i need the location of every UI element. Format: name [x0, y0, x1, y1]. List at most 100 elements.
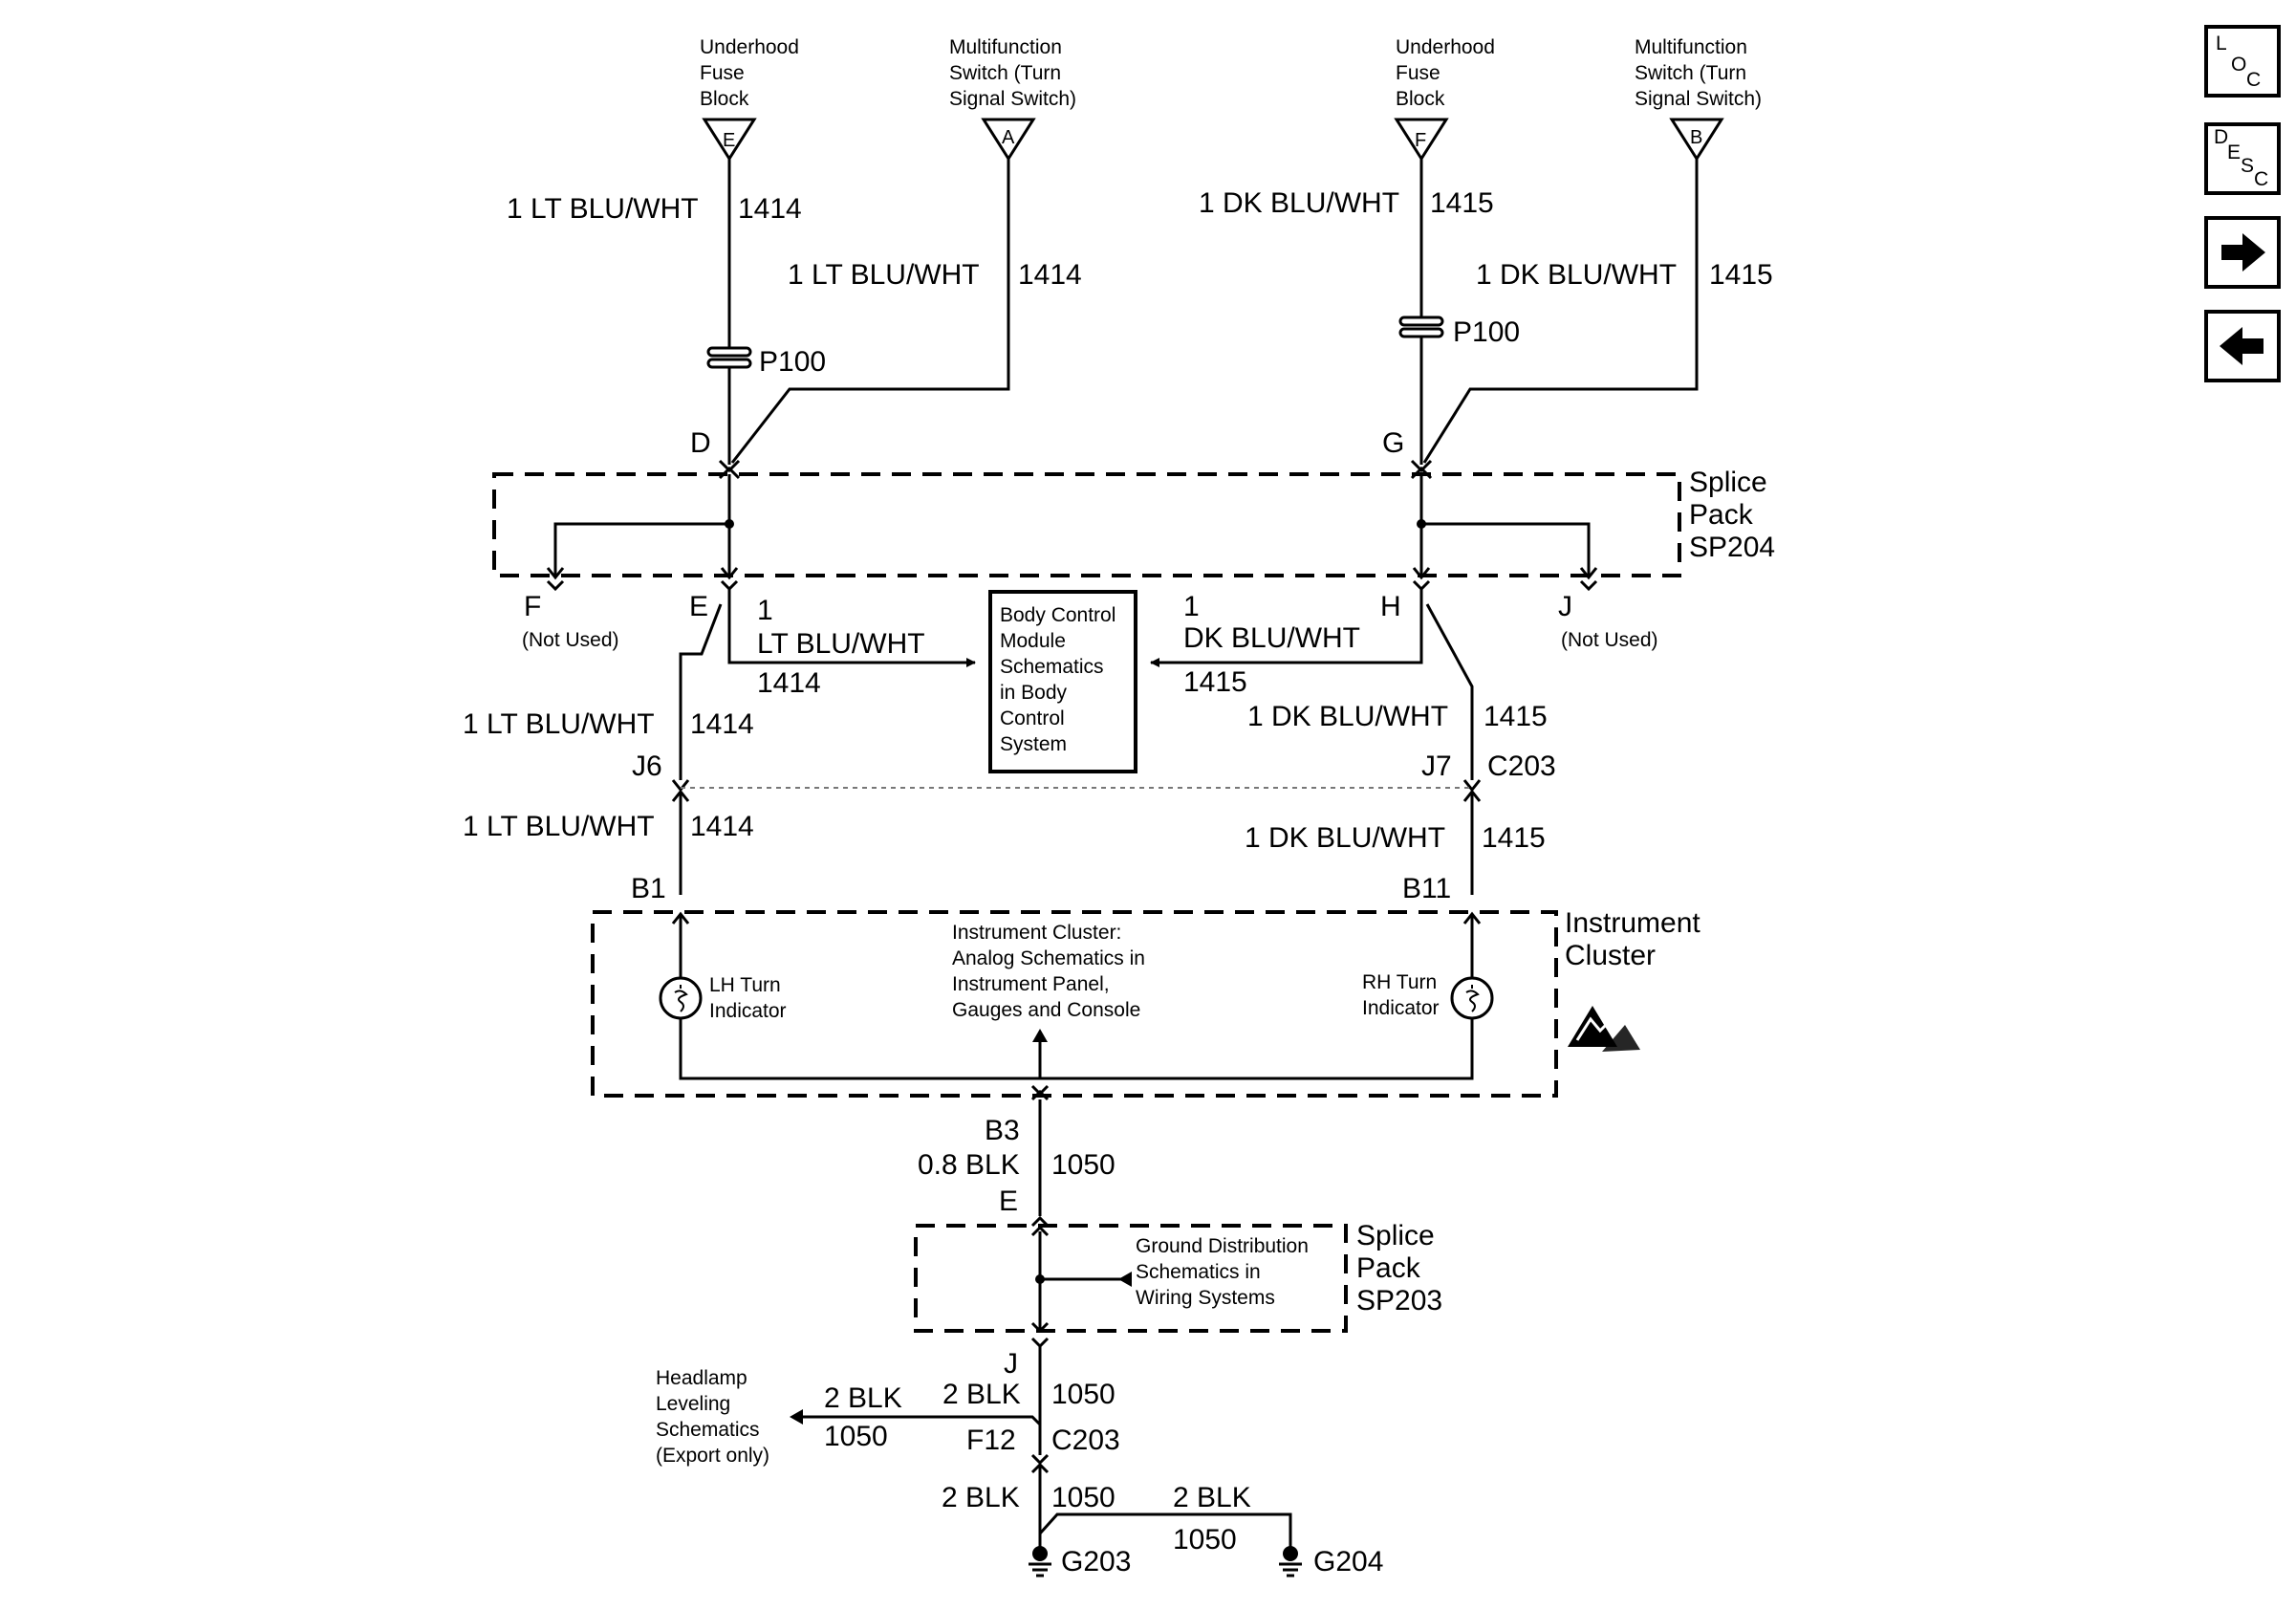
- svg-text:(Export only): (Export only): [656, 1445, 769, 1467]
- svg-text:SP204: SP204: [1689, 532, 1775, 563]
- wire-label-left-1: 1 LT BLU/WHT: [507, 193, 699, 225]
- bcm-right-gauge: 1: [1183, 591, 1200, 622]
- ground-distribution-arrow: [1118, 1272, 1132, 1287]
- rh-turn-indicator-label: RH Turn Indicator: [1362, 971, 1440, 1019]
- wire-1050-to-g204: [1038, 1512, 1292, 1549]
- bcm-right-color: DK BLU/WHT: [1183, 622, 1360, 654]
- svg-text:Multifunction: Multifunction: [949, 36, 1062, 58]
- svg-text:Analog Schematics in: Analog Schematics in: [952, 947, 1145, 969]
- circuit-label-1050-headlamp: 1050: [824, 1421, 888, 1452]
- wire-label-2blk-main: 2 BLK: [942, 1379, 1021, 1410]
- bcm-right-circuit: 1415: [1183, 666, 1247, 698]
- wire-label-mid-left: 1 LT BLU/WHT: [463, 708, 655, 740]
- ground-g203-icon: [1029, 1546, 1051, 1577]
- sp203-internal: [1038, 1231, 1126, 1331]
- connector-g: G: [1382, 427, 1404, 459]
- sp204-left-f-arrow: [546, 567, 565, 580]
- svg-text:Multifunction: Multifunction: [1635, 36, 1747, 58]
- sp204-left-internal: [553, 474, 731, 576]
- svg-text:Indicator: Indicator: [709, 1000, 787, 1022]
- wire-label-right-2: 1 DK BLU/WHT: [1476, 259, 1677, 291]
- desc-button[interactable]: D E S C: [2204, 122, 2281, 195]
- svg-text:Indicator: Indicator: [1362, 997, 1440, 1019]
- wire-label-mid-right: 1 DK BLU/WHT: [1247, 701, 1448, 732]
- loc-button[interactable]: L O C: [2204, 25, 2281, 98]
- sp204-right-j-arrow: [1579, 567, 1598, 580]
- svg-text:E: E: [723, 130, 735, 151]
- bcm-left-color: LT BLU/WHT: [757, 628, 925, 660]
- sp204-f-chevron: [546, 579, 565, 592]
- circuit-label-low-right: 1415: [1482, 822, 1546, 854]
- circuit-label-left-1: 1414: [738, 193, 802, 225]
- sp204-right-h-arrow: [1412, 567, 1431, 580]
- svg-text:Headlamp: Headlamp: [656, 1367, 747, 1389]
- circuit-label-low-left: 1414: [690, 811, 754, 842]
- svg-text:in Body: in Body: [1000, 682, 1068, 704]
- previous-button[interactable]: [2204, 310, 2281, 382]
- sp204-j-chevron: [1579, 579, 1598, 592]
- left-p100-inline-connector: [706, 346, 752, 369]
- svg-text:Pack: Pack: [1689, 499, 1754, 531]
- svg-text:Schematics in: Schematics in: [1136, 1261, 1261, 1283]
- ground-g204-icon: [1279, 1546, 1302, 1577]
- svg-text:Splice: Splice: [1356, 1220, 1435, 1251]
- svg-text:B: B: [1690, 127, 1702, 148]
- bcm-left-circuit: 1414: [757, 667, 821, 699]
- headlamp-leveling-label: Headlamp Leveling Schematics (Export onl…: [656, 1367, 769, 1467]
- bcm-reference-box: [988, 590, 1137, 773]
- svg-text:Body Control: Body Control: [1000, 604, 1116, 626]
- circuit-label-mid-right: 1415: [1484, 701, 1548, 732]
- rh-turn-indicator-icon: [1450, 976, 1494, 1020]
- circuit-label-right-2: 1415: [1709, 259, 1773, 291]
- circuit-label-1050-ground: 1050: [1051, 1482, 1116, 1513]
- ground-g204-label: G204: [1313, 1546, 1383, 1577]
- svg-text:SP203: SP203: [1356, 1285, 1442, 1316]
- svg-text:A: A: [1002, 127, 1015, 148]
- svg-text:Underhood: Underhood: [700, 36, 799, 58]
- wire-1414-to-c203: [679, 603, 723, 780]
- connector-j: J: [1558, 591, 1572, 622]
- wire-label-low-left: 1 LT BLU/WHT: [463, 811, 655, 842]
- cluster-reference-label: Instrument Cluster: Analog Schematics in…: [952, 922, 1145, 1021]
- sp204-right-internal: [1419, 474, 1591, 576]
- svg-text:Fuse: Fuse: [700, 62, 745, 84]
- splice-pack-sp204-label: Splice Pack SP204: [1689, 467, 1775, 563]
- svg-text:D: D: [2214, 126, 2228, 148]
- connector-j6-chevron-lower: [671, 789, 690, 802]
- svg-text:S: S: [2241, 155, 2254, 177]
- sp203-internal-arrow: [1030, 1225, 1050, 1334]
- svg-text:Module: Module: [1000, 630, 1066, 652]
- cluster-b11-arrow: [1462, 911, 1482, 925]
- svg-text:Fuse: Fuse: [1396, 62, 1440, 84]
- ground-g203-label: G203: [1061, 1546, 1131, 1577]
- circuit-label-1050-g204: 1050: [1173, 1524, 1237, 1556]
- wire-1414-to-bcm: [727, 589, 976, 667]
- svg-text:Instrument Cluster:: Instrument Cluster:: [952, 922, 1121, 944]
- right-switch-label: Multifunction Switch (Turn Signal Switch…: [1635, 36, 1762, 110]
- wire-label-left-2: 1 LT BLU/WHT: [788, 259, 980, 291]
- svg-text:Control: Control: [1000, 707, 1065, 729]
- splice-pack-sp203-box: [914, 1224, 1348, 1333]
- svg-text:Pack: Pack: [1356, 1252, 1421, 1284]
- right-p100-inline-connector: [1398, 315, 1444, 338]
- svg-text:Leveling: Leveling: [656, 1393, 730, 1415]
- wire-1414-switch: [730, 159, 1010, 464]
- wire-label-low-right: 1 DK BLU/WHT: [1245, 822, 1445, 854]
- sp204-e-chevron: [720, 579, 739, 592]
- not-used-j: (Not Used): [1561, 629, 1658, 651]
- connector-j6: J6: [632, 751, 662, 782]
- circuit-label-left-2: 1414: [1018, 259, 1082, 291]
- left-fuse-block-label: Underhood Fuse Block: [700, 36, 799, 110]
- svg-text:System: System: [1000, 733, 1067, 755]
- next-button[interactable]: [2204, 216, 2281, 289]
- not-used-f: (Not Used): [522, 629, 619, 651]
- svg-text:Block: Block: [700, 88, 749, 110]
- svg-text:C: C: [2246, 69, 2261, 91]
- connector-c203-lower: C203: [1051, 1425, 1120, 1456]
- svg-text:LH Turn: LH Turn: [709, 974, 781, 996]
- cluster-left-circuit: [679, 916, 1474, 1080]
- left-fuse-terminal: E: [702, 118, 757, 162]
- left-switch-terminal: A: [981, 118, 1036, 162]
- circuit-label-1050-a: 1050: [1051, 1149, 1116, 1181]
